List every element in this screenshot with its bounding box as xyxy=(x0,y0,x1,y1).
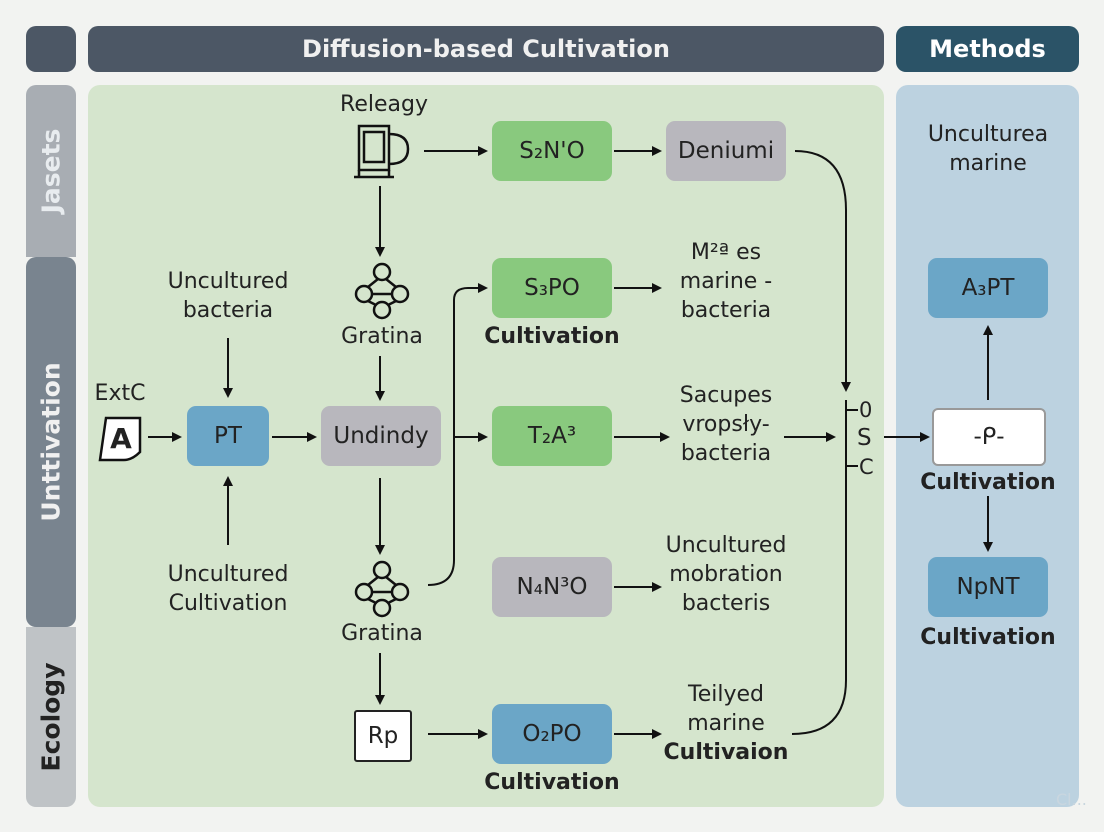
label-uncultured-cultivation-l2: Cultivation xyxy=(168,591,288,616)
label-uncultured-cultivation-l1: Uncultured xyxy=(167,562,289,587)
connector-bottom-bracket xyxy=(791,480,847,735)
out-mpes: M²ª es marine - bacteria xyxy=(680,238,772,325)
out-uncultured-l1: Uncultured xyxy=(665,533,787,558)
label-uncultured-bacteria-l1: Uncultured xyxy=(167,269,289,294)
node-center: -ᑭ- xyxy=(932,408,1046,466)
watermark: Cl... xyxy=(1056,790,1087,809)
out-mpes-l2: marine - xyxy=(679,269,773,294)
caption-o2po: Cultivation xyxy=(484,770,620,795)
out-uncultured-l3: bacteris xyxy=(681,591,771,616)
main-header: Diffusion-based Cultivation xyxy=(88,26,884,72)
label-gratina-2: Gratina xyxy=(341,621,423,646)
bracket-letter-c: C xyxy=(859,455,874,479)
methods-header: Methods xyxy=(896,26,1079,72)
node-o2po: O₂PO xyxy=(492,704,612,764)
connector-deniumi-bracket xyxy=(794,150,851,392)
node-n4n3o: N₄N³O xyxy=(492,557,612,617)
node-rp: Rp xyxy=(354,710,412,762)
out-sacupes-l3: bacteria xyxy=(680,441,772,466)
label-releagy: Releagy xyxy=(340,92,428,117)
label-extc: ExtC xyxy=(94,381,146,406)
sidebar-segment-top: Jasets xyxy=(26,85,76,257)
sidebar-segment-middle: Unttivation xyxy=(26,257,76,627)
node-a3pt: A₃PT xyxy=(928,258,1048,318)
corner-header xyxy=(26,26,76,72)
document-a-icon xyxy=(98,416,142,462)
out-sacupes: Sacupes vropsły- bacteria xyxy=(680,381,772,468)
out-teilyed-l3: Cultivaion xyxy=(663,740,789,765)
methods-text: Unculturea marine xyxy=(928,120,1048,178)
out-teilyed-l2: marine xyxy=(687,711,765,736)
label-uncultured-cultivation: Uncultured Cultivation xyxy=(168,560,289,618)
methods-text-l2: marine xyxy=(949,151,1027,176)
node-deniumi: Deniumi xyxy=(666,121,786,181)
methods-text-l1: Unculturea xyxy=(927,122,1049,147)
mug-icon xyxy=(354,124,410,179)
out-teilyed: Teilyed marine Cultivaion xyxy=(664,680,789,767)
document-a-letter: A xyxy=(110,422,132,455)
out-sacupes-l2: vropsły- xyxy=(682,412,770,437)
caption-s3po: Cultivation xyxy=(484,324,620,349)
out-uncultured-l2: mobration xyxy=(669,562,783,587)
network-icon-1 xyxy=(354,262,410,320)
out-teilyed-l1: Teilyed xyxy=(688,682,764,707)
label-uncultured-bacteria: Uncultured bacteria xyxy=(168,267,289,325)
node-npnt: NpNT xyxy=(928,557,1048,617)
caption-center: Cultivation xyxy=(920,470,1056,495)
bracket-letter-s: S xyxy=(857,425,872,451)
label-uncultured-bacteria-l2: bacteria xyxy=(182,298,274,323)
node-s2no: S₂N'O xyxy=(492,121,612,181)
out-mpes-l1: M²ª es xyxy=(690,240,762,265)
connector-gratina2-s3po xyxy=(427,283,488,586)
out-mpes-l3: bacteria xyxy=(680,298,772,323)
node-pt: PT xyxy=(187,406,269,466)
label-gratina-1: Gratina xyxy=(341,324,423,349)
caption-npnt: Cultivation xyxy=(920,625,1056,650)
node-undindy: Undindy xyxy=(321,406,441,466)
node-t2a3: T₂A³ xyxy=(492,406,612,466)
network-icon-2 xyxy=(354,560,410,618)
node-s3po: S₃PO xyxy=(492,258,612,318)
out-uncultured: Uncultured mobration bacteris xyxy=(666,531,787,618)
bracket-letter-0: 0 xyxy=(859,398,873,422)
sidebar-segment-bottom: Ecology xyxy=(26,627,76,807)
out-sacupes-l1: Sacupes xyxy=(679,383,773,408)
